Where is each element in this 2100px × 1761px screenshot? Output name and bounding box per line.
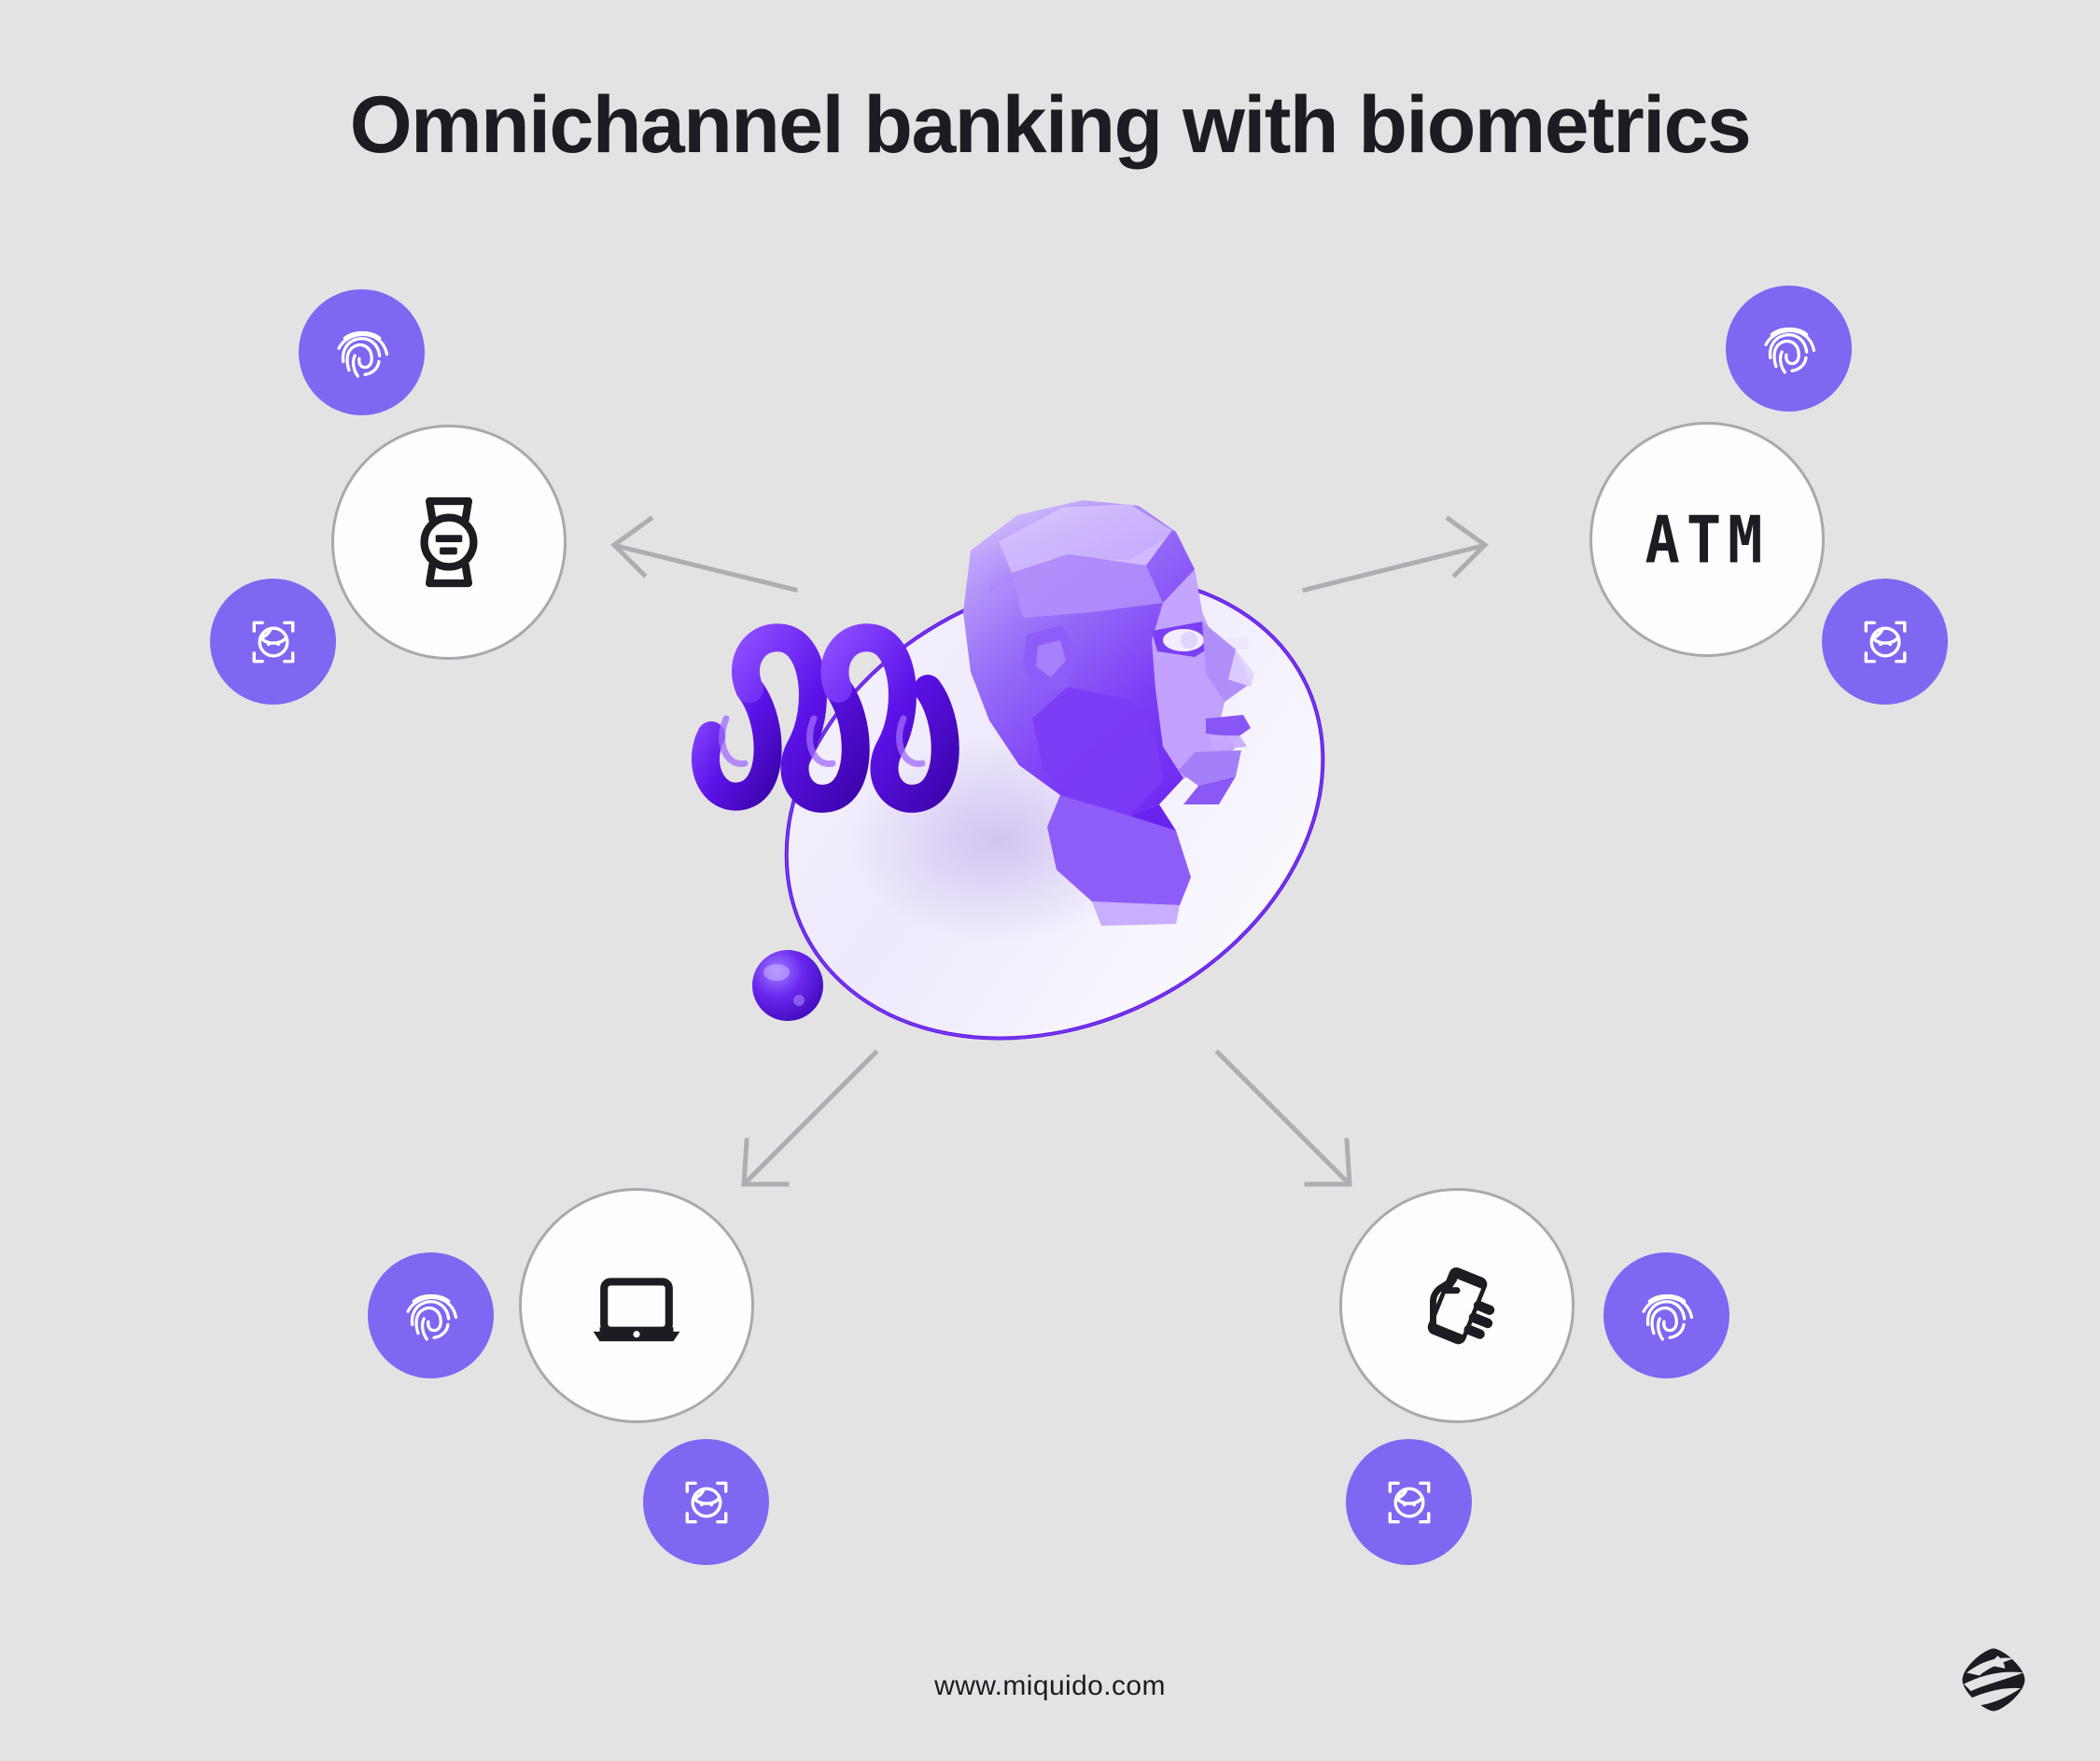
fingerprint-icon <box>1753 313 1826 385</box>
face-id-icon <box>239 608 308 677</box>
biometric-badge-fingerprint-smartwatch[interactable] <box>299 289 425 415</box>
laptop-icon <box>582 1251 691 1360</box>
hero-coil-highlight <box>719 715 926 767</box>
miquido-logo <box>1958 1644 2029 1715</box>
fingerprint-icon <box>1631 1279 1703 1352</box>
device-circle-laptop[interactable] <box>519 1188 754 1423</box>
biometric-badge-faceid-atm[interactable] <box>1822 579 1948 705</box>
fingerprint-icon <box>395 1279 468 1352</box>
mobile-in-hand-icon <box>1403 1251 1511 1360</box>
hero-head <box>963 500 1254 926</box>
biometric-badge-faceid-mobile[interactable] <box>1346 1439 1472 1565</box>
biometric-head-3d <box>691 439 1419 1176</box>
device-circle-smartwatch[interactable] <box>331 425 567 660</box>
biometric-badge-faceid-smartwatch[interactable] <box>210 579 336 705</box>
biometric-badge-fingerprint-laptop[interactable] <box>368 1252 494 1378</box>
hero-coil <box>692 623 959 813</box>
biometric-badge-fingerprint-atm[interactable] <box>1726 286 1852 412</box>
face-id-icon <box>1851 608 1920 677</box>
biometric-badge-faceid-laptop[interactable] <box>643 1439 769 1565</box>
atm-text-icon: ATM <box>1645 501 1770 578</box>
face-id-icon <box>1375 1468 1444 1537</box>
face-id-icon <box>672 1468 741 1537</box>
device-circle-atm[interactable]: ATM <box>1589 422 1825 657</box>
smartwatch-icon <box>398 491 500 594</box>
fingerprint-icon <box>326 316 399 389</box>
biometric-badge-fingerprint-mobile[interactable] <box>1603 1252 1729 1378</box>
page-title: Omnichannel banking with biometrics <box>349 80 1752 170</box>
hero-sphere <box>752 950 823 1021</box>
device-circle-mobile[interactable] <box>1339 1188 1575 1423</box>
footer-url[interactable]: www.miquido.com <box>934 1670 1166 1701</box>
